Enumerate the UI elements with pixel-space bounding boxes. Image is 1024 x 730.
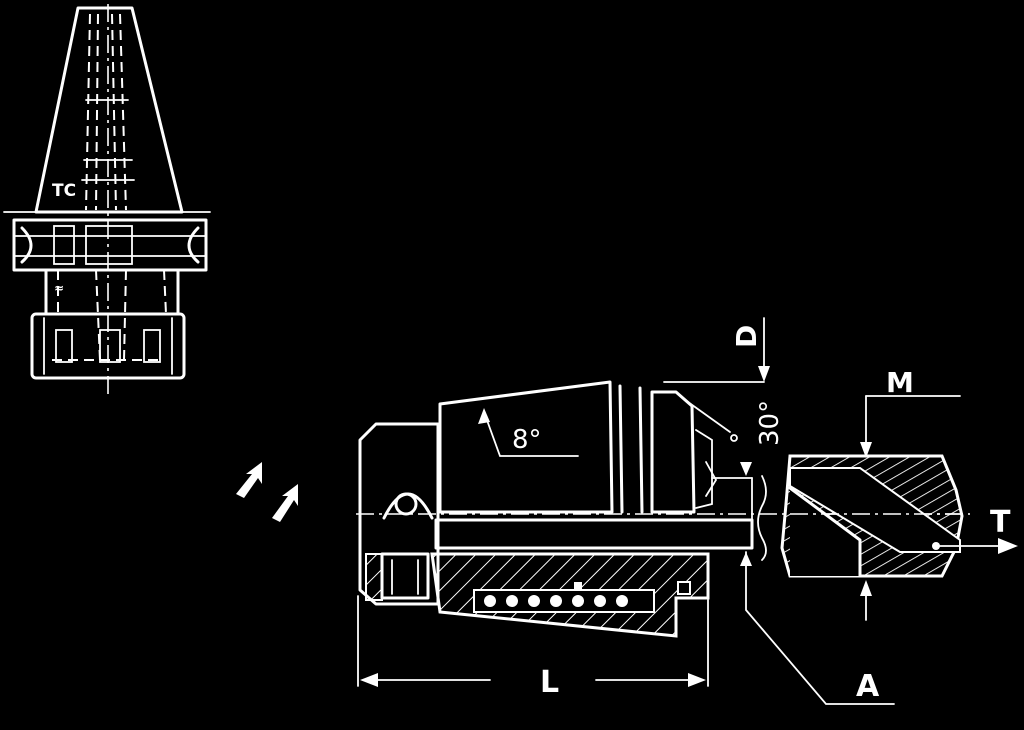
tool-shank (434, 518, 754, 550)
collet-taper (438, 380, 614, 514)
dimension-l-label: L (540, 665, 559, 700)
holder-small-mark: ≈ (54, 281, 64, 295)
taper-angle-label: 8° (512, 425, 542, 455)
chuck-body (358, 422, 440, 606)
assembly-arrow-icon (272, 484, 298, 522)
bearing-balls (484, 595, 628, 607)
dimension-a-label: A (856, 669, 880, 704)
dimension-d-label: D (730, 325, 763, 348)
dimensions: D 30° L A (357, 317, 895, 705)
dimension-t-label: T (990, 505, 1011, 540)
holder-flange (12, 218, 208, 272)
dimension-m-label: M (886, 366, 914, 399)
chamfer-angle-label: 30° (755, 400, 785, 446)
tool-tip: M T (780, 366, 1018, 621)
tool-holder: TC ≈ (3, 4, 211, 396)
chuck-assembly: 8° (356, 380, 964, 638)
assembly-arrows (236, 462, 298, 522)
assembly-arrow-icon (236, 462, 262, 498)
chuck-lower-section (365, 553, 383, 601)
front-nut (650, 390, 696, 514)
holder-label: TC (52, 181, 76, 201)
